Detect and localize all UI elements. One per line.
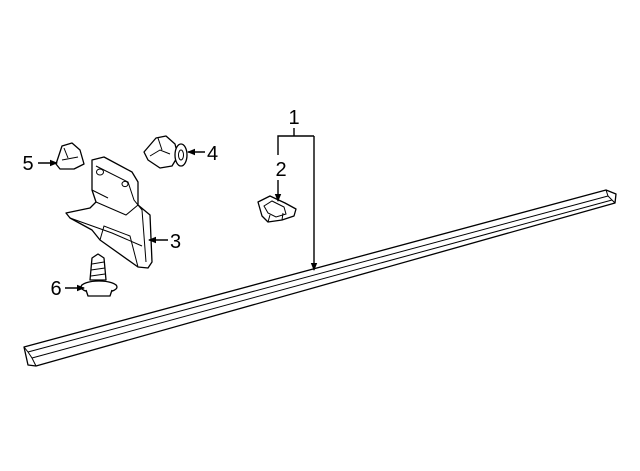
molding-strip xyxy=(23,189,617,367)
callout-1-leader xyxy=(277,135,314,155)
callout-6-label: 6 xyxy=(50,278,61,300)
screw-grommet xyxy=(80,253,118,297)
callout-3-label: 3 xyxy=(170,231,181,253)
leader-lines xyxy=(38,128,318,292)
nut-clip xyxy=(55,142,85,170)
molding-clip xyxy=(257,195,297,223)
callout-5-label: 5 xyxy=(22,153,33,175)
callout-4-label: 4 xyxy=(207,143,218,165)
mudguard-bracket xyxy=(65,156,153,269)
callout-2-label: 2 xyxy=(275,159,286,181)
callout-labels: 1 2 3 4 5 6 xyxy=(22,107,299,300)
callout-1-label: 1 xyxy=(288,107,299,129)
push-pin-retainer xyxy=(143,135,188,169)
